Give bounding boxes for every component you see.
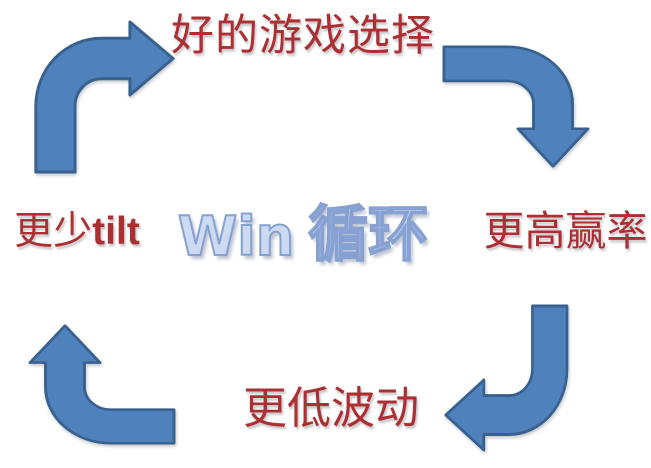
node-label-less-tilt: 更少tilt [2,210,152,255]
bent-arrow-left-then-up-icon [28,324,176,445]
node-label-higher-win-rate: 更高赢率 [483,208,648,254]
bent-arrow-up-then-right-icon [34,20,175,174]
node-label-less-tilt-en: tilt [92,210,140,253]
bent-arrow-down-then-left-icon [444,304,569,452]
center-title-cycle: 循环 [307,199,429,271]
center-title-win: Win [177,204,296,269]
node-label-less-tilt-zh: 更少 [14,210,93,253]
node-label-lower-variance: 更低波动 [243,384,419,433]
node-label-good-game-selection: 好的游戏选择 [171,13,435,60]
bent-arrow-right-then-down-icon [442,45,590,168]
